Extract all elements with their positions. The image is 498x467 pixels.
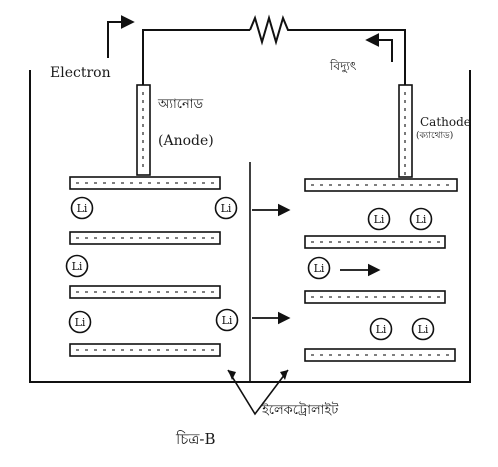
cathode-layer xyxy=(304,235,446,249)
current-flow-arrow-icon xyxy=(365,33,393,62)
cathode-layer xyxy=(304,178,458,192)
cathode-layer xyxy=(304,348,456,362)
electrolyte-label: ইলেকট্রোলাইট xyxy=(262,403,339,418)
anode-rod xyxy=(136,84,151,176)
lithium-ion-cathode-side: Li xyxy=(367,207,391,231)
resistor-zigzag-icon xyxy=(249,14,292,46)
lithium-ion-anode-side: Li xyxy=(68,310,92,334)
ion-label: Li xyxy=(416,213,427,226)
lithium-ion-electrolyte: Li xyxy=(307,256,331,280)
lithium-ion-anode-side: Li xyxy=(65,254,89,278)
ion-label: Li xyxy=(374,213,385,226)
electron-flow-arrow-icon xyxy=(107,15,135,58)
cathode-label-en: Cathode xyxy=(420,115,471,129)
cathode-layer xyxy=(304,290,446,304)
ion-label: Li xyxy=(222,314,233,327)
ion-label: Li xyxy=(418,323,429,336)
ion-label: Li xyxy=(376,323,387,336)
figure-caption: চিত্র-B xyxy=(176,430,216,448)
lithium-ion-anode-side: Li xyxy=(70,196,94,220)
ion-label: Li xyxy=(221,202,232,215)
electron-label: Electron xyxy=(50,65,111,81)
cathode-label-bn: (ক্যাথোড) xyxy=(416,131,454,141)
pointer-head-icon xyxy=(280,370,288,380)
lithium-ion-anode-side: Li xyxy=(215,308,239,332)
ion-label: Li xyxy=(77,202,88,215)
electrolyte-pointer xyxy=(227,369,289,416)
anode-graphite-layer xyxy=(69,231,221,245)
current-label-bn: বিদ্যুৎ xyxy=(330,59,357,73)
ion-label: Li xyxy=(314,262,325,275)
pointer-head-icon xyxy=(228,370,236,380)
circuit-wire xyxy=(142,29,406,85)
anode-label-bn: অ্যানোড xyxy=(158,97,204,112)
ion-label: Li xyxy=(75,316,86,329)
anode-graphite-layer xyxy=(69,343,221,357)
anode-graphite-layer xyxy=(69,176,221,190)
lithium-ion-anode-side: Li xyxy=(214,196,238,220)
lithium-ion-cathode-side: Li xyxy=(369,317,393,341)
anode-graphite-layer xyxy=(69,285,221,299)
ion-label: Li xyxy=(72,260,83,273)
anode-label-en: (Anode) xyxy=(158,133,214,149)
lithium-ion-cathode-side: Li xyxy=(409,207,433,231)
cathode-rod xyxy=(398,84,413,178)
lithium-ion-cathode-side: Li xyxy=(411,317,435,341)
